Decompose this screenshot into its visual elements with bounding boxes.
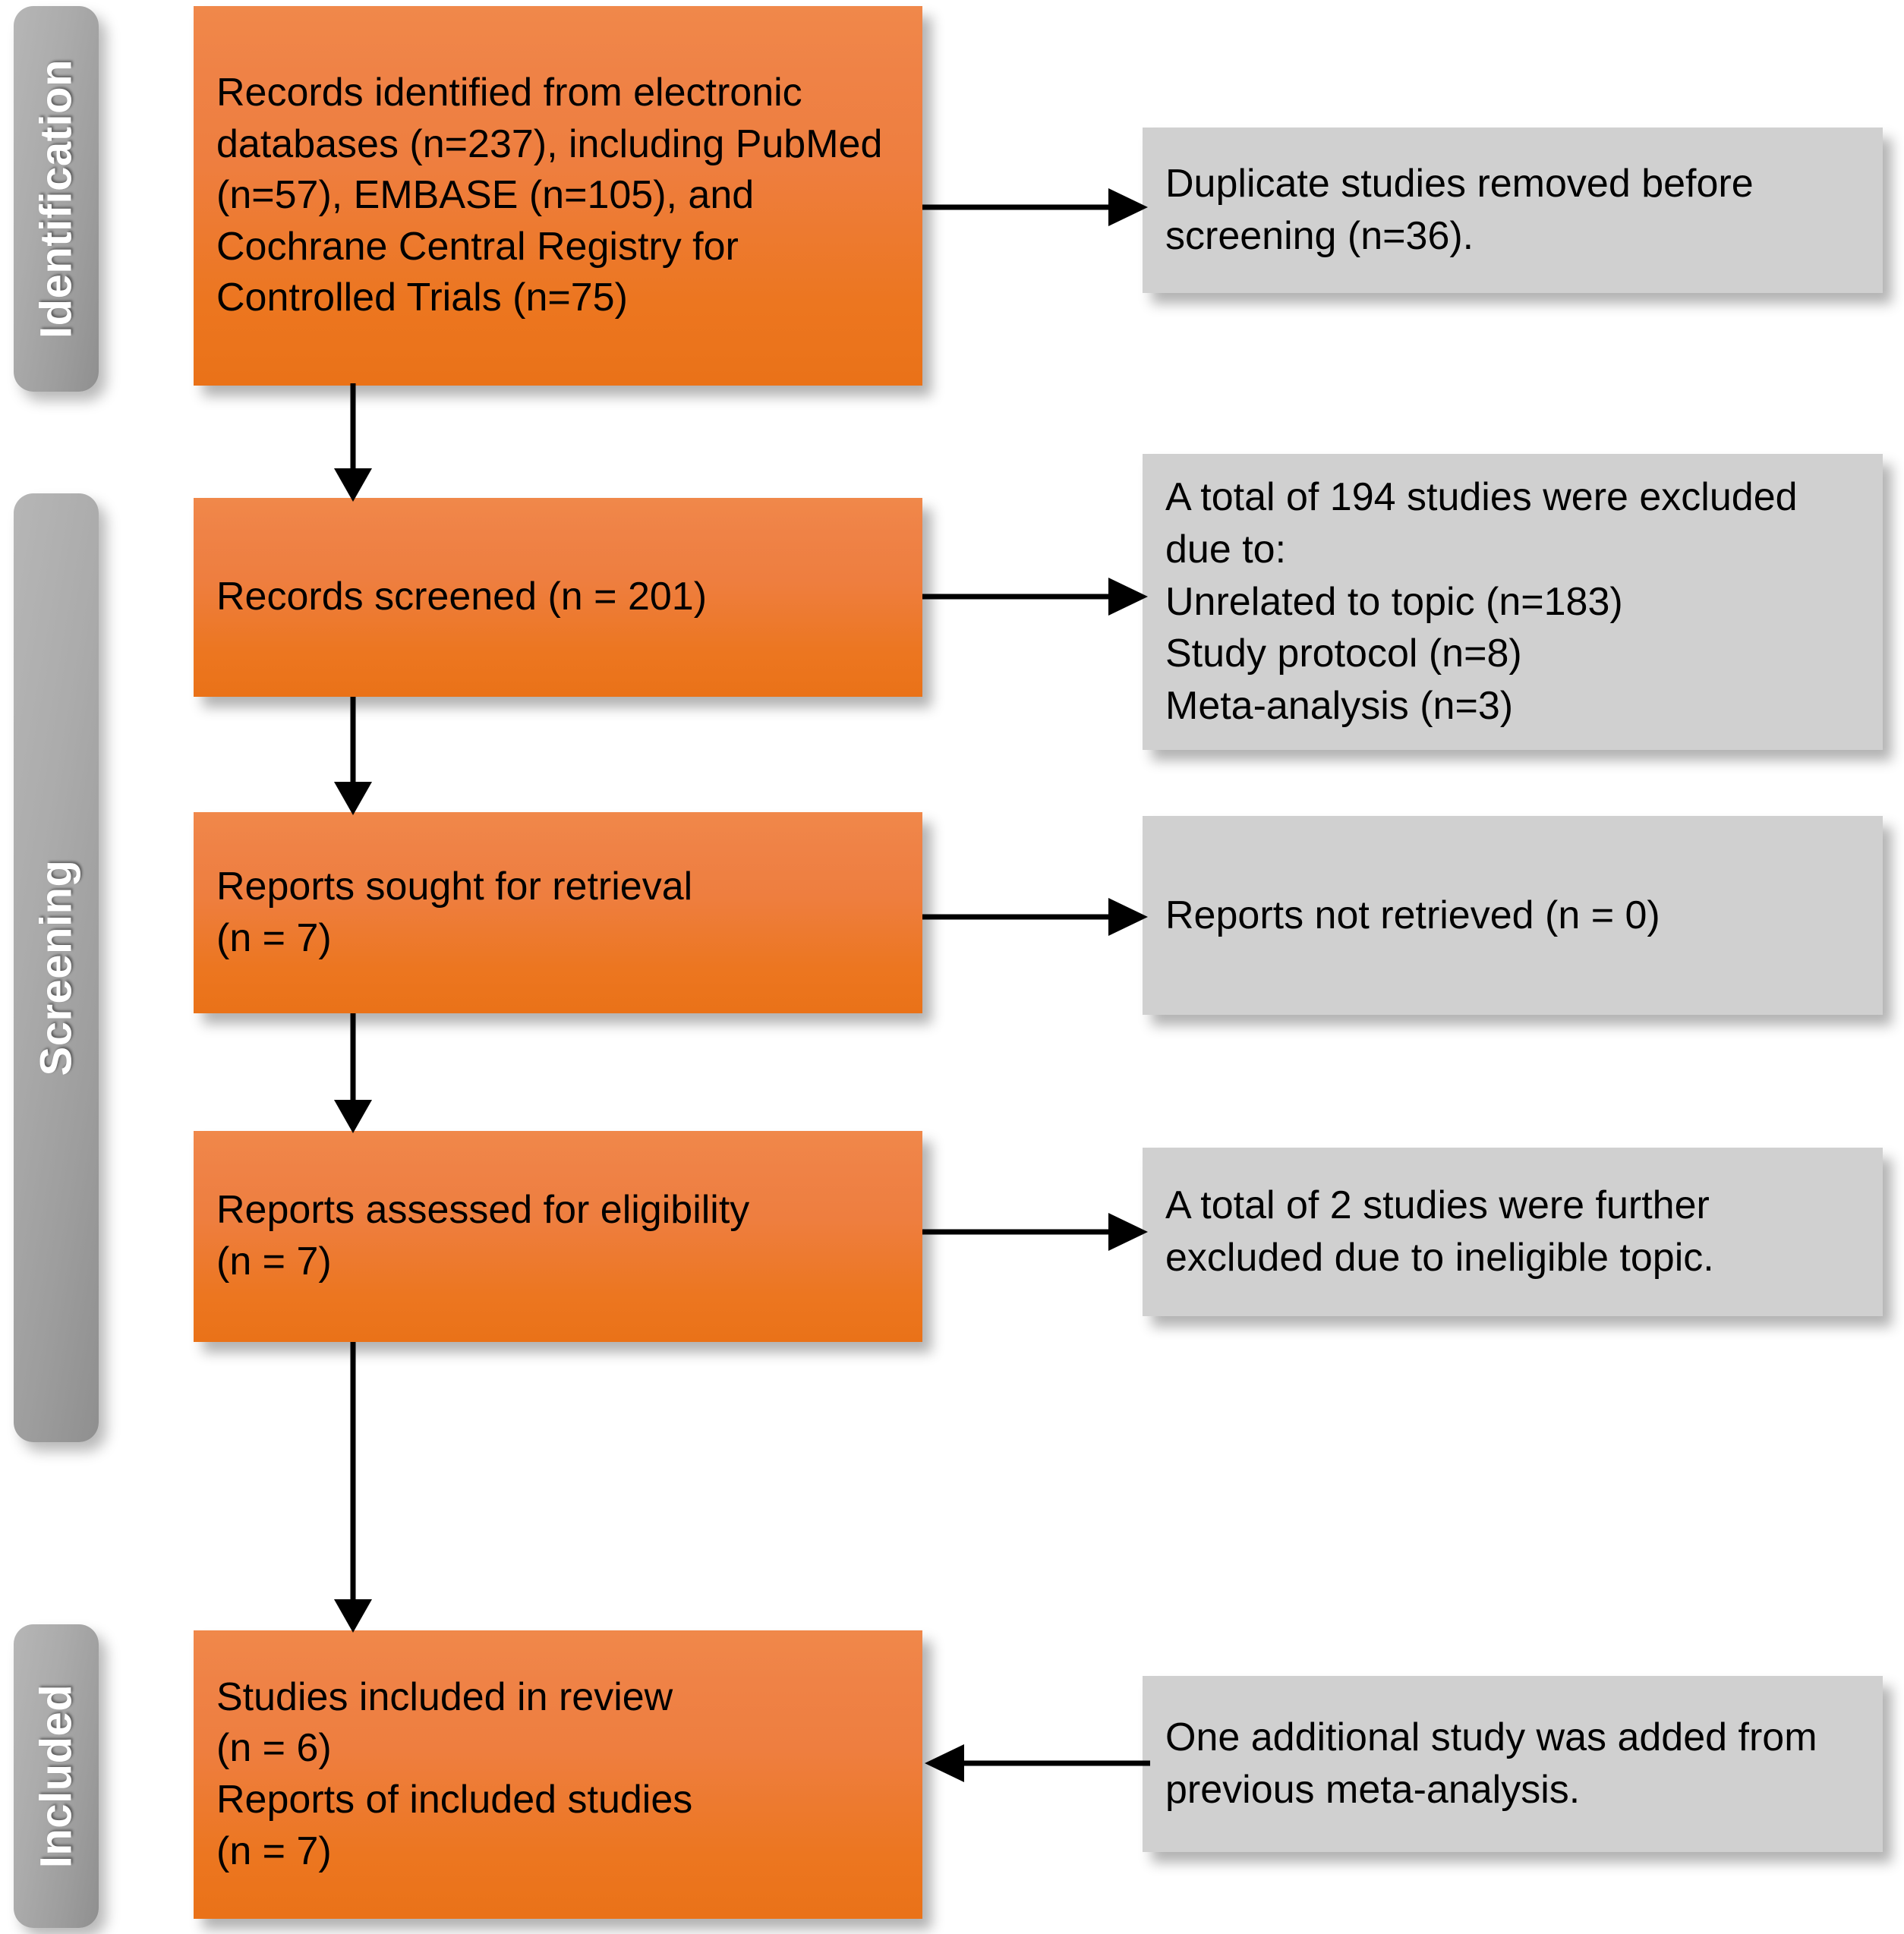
stage-bar-included: Included: [14, 1624, 99, 1928]
side-box-duplicates-removed: Duplicate studies removed before screeni…: [1143, 128, 1883, 293]
connector-screened-to-excluded: [922, 572, 1150, 622]
side-box-reports-excluded: A total of 2 studies were further exclud…: [1143, 1148, 1883, 1316]
flow-box-records-identified-text: Records identified from electronic datab…: [216, 71, 883, 320]
flow-box-records-identified: Records identified from electronic datab…: [194, 6, 922, 386]
stage-bar-screening: Screening: [14, 493, 99, 1442]
connector-identified-to-duplicates: [922, 182, 1150, 232]
side-box-reports-excluded-text: A total of 2 studies were further exclud…: [1165, 1183, 1714, 1280]
side-box-duplicates-removed-text: Duplicate studies removed before screeni…: [1165, 162, 1754, 258]
stage-label-identification: Identification: [31, 59, 81, 339]
connector-additional-study-to-included: [922, 1738, 1150, 1788]
side-box-additional-study-added: One additional study was added from prev…: [1143, 1676, 1883, 1852]
side-box-reports-not-retrieved: Reports not retrieved (n = 0): [1143, 816, 1883, 1015]
connector-sought-to-not-retrieved: [922, 892, 1150, 942]
side-box-additional-study-added-text: One additional study was added from prev…: [1165, 1715, 1817, 1812]
flow-box-reports-assessed-text: Reports assessed for eligibility (n = 7): [216, 1188, 750, 1284]
connector-assessed-to-excluded: [922, 1207, 1150, 1257]
connector-assessed-to-included: [319, 1342, 387, 1634]
flow-box-studies-included-text: Studies included in review (n = 6) Repor…: [216, 1674, 693, 1873]
side-box-records-excluded-text: A total of 194 studies were excluded due…: [1165, 475, 1798, 728]
flow-box-records-screened-text: Records screened (n = 201): [216, 575, 708, 619]
flow-box-reports-assessed: Reports assessed for eligibility (n = 7): [194, 1131, 922, 1342]
flow-box-studies-included: Studies included in review (n = 6) Repor…: [194, 1630, 922, 1919]
stage-label-screening: Screening: [31, 859, 81, 1076]
stage-bar-identification: Identification: [14, 6, 99, 392]
flow-box-records-screened: Records screened (n = 201): [194, 498, 922, 697]
side-box-records-excluded: A total of 194 studies were excluded due…: [1143, 454, 1883, 750]
flow-box-reports-sought-text: Reports sought for retrieval (n = 7): [216, 864, 693, 960]
side-box-reports-not-retrieved-text: Reports not retrieved (n = 0): [1165, 893, 1660, 937]
connector-identified-to-screened: [319, 383, 387, 503]
flow-box-reports-sought: Reports sought for retrieval (n = 7): [194, 812, 922, 1013]
stage-label-included: Included: [31, 1684, 81, 1869]
connector-sought-to-assessed: [319, 1013, 387, 1135]
connector-screened-to-sought: [319, 697, 387, 817]
